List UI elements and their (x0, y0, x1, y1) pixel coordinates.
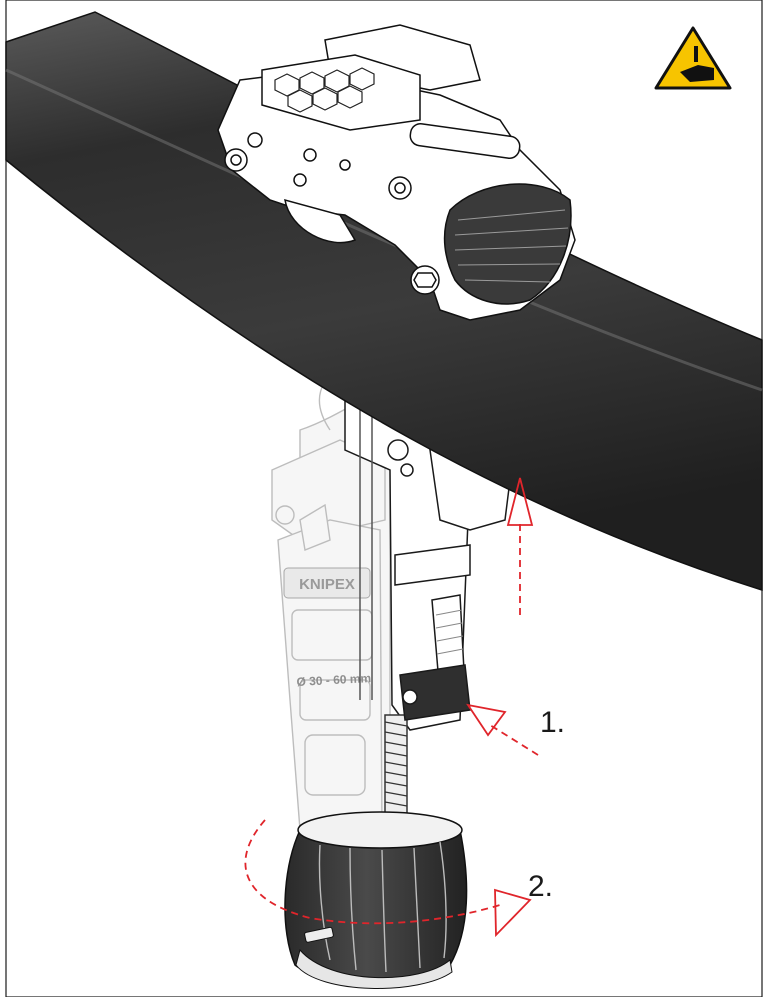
tool-markings: KNIPEX Ø 30 - 60 mm (283, 567, 371, 689)
adjustment-knob (284, 811, 468, 989)
push-up-arrowhead (506, 477, 534, 526)
step-1-label: 1. (540, 706, 566, 739)
cutter-head (217, 24, 576, 321)
motion-arrows (244, 477, 539, 938)
press-lever-arrow (489, 724, 539, 756)
press-lever-arrowhead (466, 703, 507, 737)
size-marking: Ø 30 - 60 mm (296, 671, 371, 689)
brand-marking: KNIPEX (299, 576, 355, 593)
rotate-knob-arrow (244, 819, 501, 925)
hand-crush-warning-icon (654, 26, 732, 90)
step-2-label: 2. (528, 870, 554, 903)
tool-mechanism (344, 379, 511, 836)
rotate-knob-arrowhead (494, 888, 532, 938)
